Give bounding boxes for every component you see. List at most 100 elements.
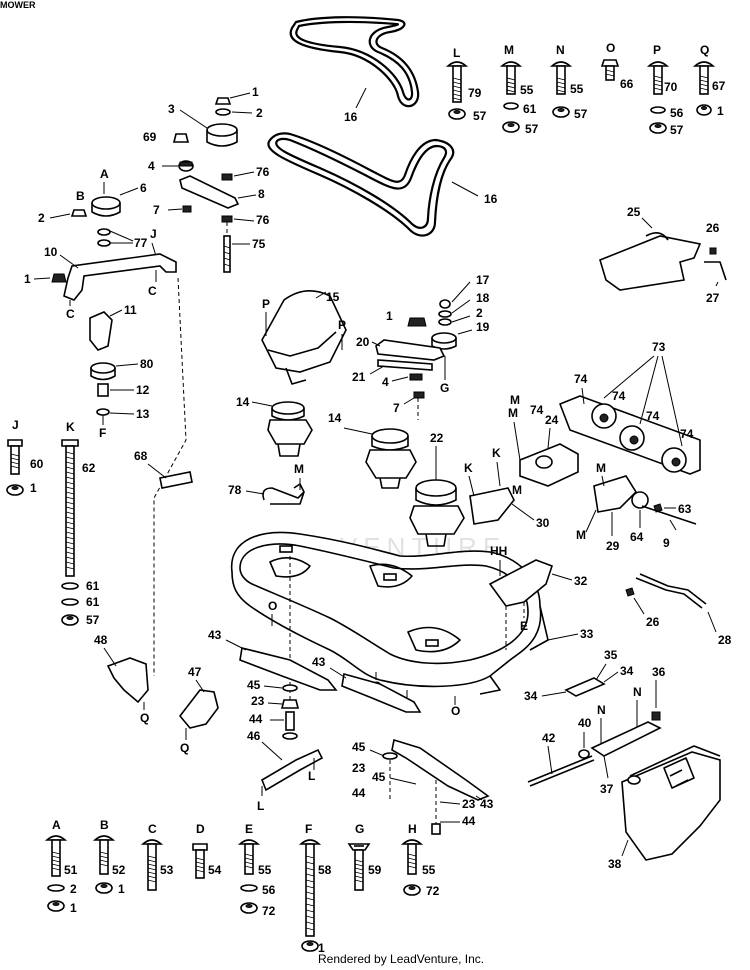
callout-55b: 55 xyxy=(570,82,584,96)
letter-C: C xyxy=(148,284,157,298)
callout-38: 38 xyxy=(608,857,622,871)
callout-56-e: 56 xyxy=(262,883,276,897)
spindle-left-14: 14 xyxy=(236,395,313,457)
callout-67: 67 xyxy=(712,79,726,93)
callout-57d: 57 xyxy=(670,123,684,137)
callout-76b: 76 xyxy=(256,213,270,227)
callout-58: 58 xyxy=(318,863,332,877)
callout-69: 69 xyxy=(143,130,157,144)
key-letter-D: D xyxy=(196,822,205,836)
callout-9: 9 xyxy=(663,536,670,550)
anti-scalp-spring-78: 78 M xyxy=(228,462,305,505)
callout-47: 47 xyxy=(188,665,202,679)
callout-34b: 34 xyxy=(524,689,538,703)
letter-A: A xyxy=(100,167,109,181)
key-letter-Q: Q xyxy=(700,43,709,57)
callout-36: 36 xyxy=(652,665,666,679)
key-letter-F: F xyxy=(305,822,312,836)
callout-74c: 74 xyxy=(646,409,660,423)
callout-75: 75 xyxy=(252,237,266,251)
letter-P2: P xyxy=(338,318,346,332)
callout-20: 20 xyxy=(356,335,370,349)
callout-27: 27 xyxy=(706,291,720,305)
letter-B: B xyxy=(76,189,85,203)
callout-16b: 16 xyxy=(484,192,498,206)
callout-45b: 45 xyxy=(352,740,366,754)
blade-center-43: 43 xyxy=(312,655,422,713)
callout-2c: 2 xyxy=(476,306,483,320)
hardware-key-P: P 70 56 57 xyxy=(646,43,684,137)
callout-61: 61 xyxy=(523,102,537,116)
pin-26-27: 26 27 xyxy=(704,221,727,305)
letter-N: N xyxy=(597,703,606,717)
callout-79: 79 xyxy=(468,86,482,100)
key-letter-P: P xyxy=(653,43,661,57)
callout-73: 73 xyxy=(652,340,666,354)
callout-25: 25 xyxy=(627,205,641,219)
callout-7: 7 xyxy=(153,203,160,217)
callout-4: 4 xyxy=(148,159,155,173)
callout-74d: 74 xyxy=(680,427,694,441)
callout-42: 42 xyxy=(542,731,556,745)
callout-60: 60 xyxy=(30,457,44,471)
hardware-key-Q: Q 67 1 xyxy=(692,43,726,118)
letter-L2: L xyxy=(257,799,264,813)
key-letter-G: G xyxy=(355,822,364,836)
letter-M: M xyxy=(294,462,304,476)
letter-K2: K xyxy=(492,446,501,460)
letter-E: E xyxy=(520,619,528,633)
callout-80: 80 xyxy=(140,357,154,371)
callout-2b: 2 xyxy=(38,211,45,225)
callout-8: 8 xyxy=(258,187,265,201)
callout-24: 24 xyxy=(545,413,559,427)
key-letter-L: L xyxy=(453,46,460,60)
callout-2-a: 2 xyxy=(70,882,77,896)
anti-scalp-rollers-73: 73 74 74 74 74 74 xyxy=(530,340,701,475)
callout-77: 77 xyxy=(134,236,148,250)
letter-F: F xyxy=(99,426,106,440)
hardware-key-J: J 60 1 xyxy=(6,418,44,496)
letter-C2: C xyxy=(66,307,75,321)
letter-M6: M xyxy=(512,483,522,497)
callout-30: 30 xyxy=(536,516,550,530)
callout-61-k: 61 xyxy=(86,579,100,593)
callout-1-q: 1 xyxy=(717,104,724,118)
idler-arm-assembly: 1 2 3 69 4 8 76 76 75 7 xyxy=(24,85,270,440)
blade-left-43: 43 xyxy=(208,628,338,691)
rod-42-40: 40 42 xyxy=(527,716,595,787)
callout-72-e: 72 xyxy=(262,904,276,918)
roller-bracket-29: M M 29 64 63 9 xyxy=(576,461,697,553)
blade-hardware-left: 45 23 44 xyxy=(247,678,300,740)
key-letter-E: E xyxy=(245,822,253,836)
hardware-key-K: K 62 61 61 57 xyxy=(61,420,100,627)
callout-10: 10 xyxy=(44,245,58,259)
key-letter-J: J xyxy=(12,418,19,432)
key-letter-A: A xyxy=(52,818,61,832)
callout-19: 19 xyxy=(476,320,490,334)
hardware-key-F: F 58 1 xyxy=(298,822,332,955)
callout-37: 37 xyxy=(600,782,614,796)
callout-45c: 45 xyxy=(372,770,386,784)
bracket-48: 48 Q xyxy=(94,633,149,725)
letter-O3: O xyxy=(451,704,460,718)
mower-deck-33: 33 O O D O xyxy=(230,531,594,718)
callout-4b: 4 xyxy=(382,375,389,389)
callout-33: 33 xyxy=(580,627,594,641)
belt-upper xyxy=(289,16,420,108)
callout-1-a: 1 xyxy=(70,901,77,915)
callout-23b: 23 xyxy=(352,761,366,775)
callout-22: 22 xyxy=(430,431,444,445)
key-letter-C: C xyxy=(148,822,157,836)
letter-L: L xyxy=(308,769,315,783)
callout-76: 76 xyxy=(256,165,270,179)
letter-O: O xyxy=(268,599,277,613)
callout-62: 62 xyxy=(82,461,96,475)
callout-78: 78 xyxy=(228,483,242,497)
callout-66: 66 xyxy=(620,77,634,91)
callout-12: 12 xyxy=(136,383,150,397)
callout-14: 14 xyxy=(236,395,250,409)
callout-23c: 23 xyxy=(462,797,476,811)
callout-54: 54 xyxy=(208,863,222,877)
hardware-key-H: H 55 72 xyxy=(400,822,440,898)
